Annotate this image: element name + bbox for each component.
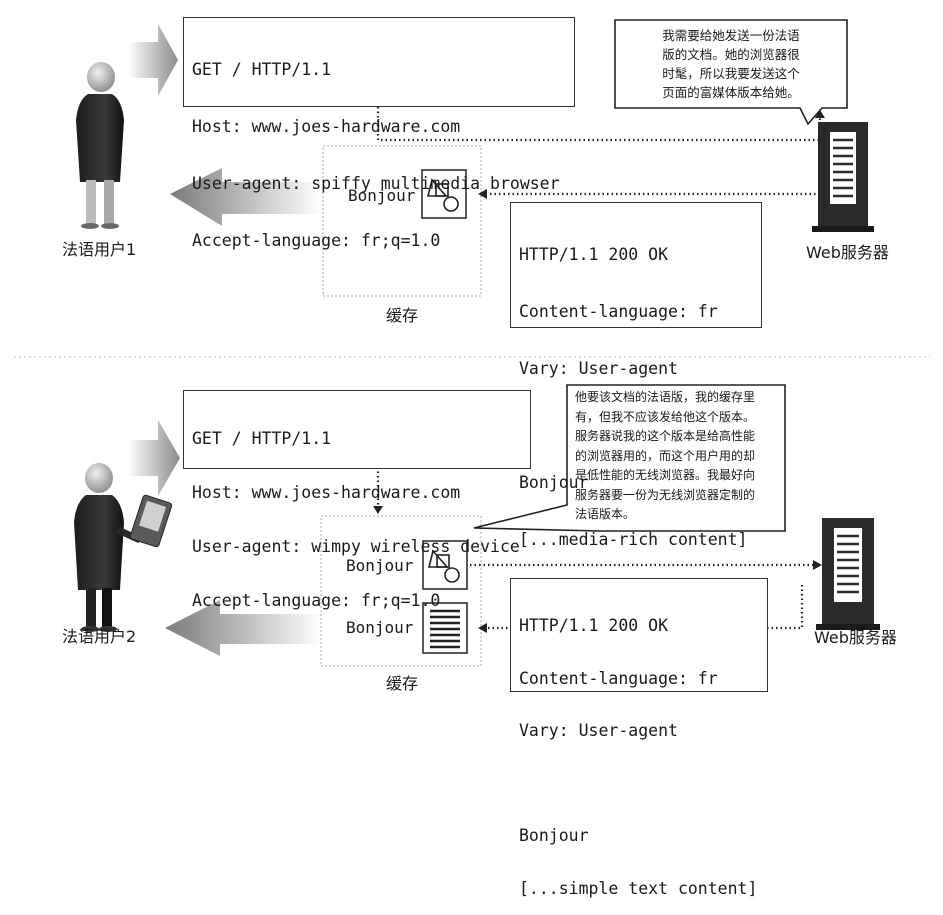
shapes-document-icon-2 bbox=[422, 540, 468, 590]
user-1-figure bbox=[76, 62, 124, 229]
request-arrow-1 bbox=[128, 24, 178, 96]
shapes-document-icon-1 bbox=[421, 169, 467, 219]
thought-2-line-3: 服务器说我的这个版本是给高性能 bbox=[575, 429, 756, 443]
cache-2-rich-item-label: Bonjour bbox=[346, 556, 414, 575]
response-2-line-3: Vary: User-agent bbox=[519, 721, 678, 740]
thought-2-line-5: 是低性能的无线浏览器。我最好向 bbox=[575, 468, 756, 482]
text-document-icon bbox=[422, 602, 468, 654]
cache-2-text-item-label: Bonjour bbox=[346, 618, 414, 637]
response-box-2: HTTP/1.1 200 OK Content-language: fr Var… bbox=[510, 578, 768, 897]
response-2-line-2: Content-language: fr bbox=[519, 668, 718, 688]
server-2-label: Web服务器 bbox=[814, 628, 897, 647]
thought-2-line-6: 服务器要一份为无线浏览器定制的 bbox=[575, 487, 756, 502]
cache-1-label: 缓存 bbox=[386, 306, 419, 325]
thought-text-1: 我需要给她发送一份法语 版的文档。她的浏览器很 时髦，所以我要发送这个 页面的富… bbox=[615, 20, 847, 108]
request-2-line-2: Host: www.joes-hardware.com bbox=[192, 483, 461, 502]
thought-2-line-1: 他要该文档的法语版，我的缓存里 bbox=[575, 390, 756, 404]
user-1-label: 法语用户1 bbox=[62, 240, 137, 259]
user-2-label: 法语用户2 bbox=[62, 627, 137, 646]
cache-2-label: 缓存 bbox=[386, 674, 419, 693]
response-path-2 bbox=[485, 585, 804, 630]
thought-2-line-4: 的浏览器用的，而这个用户用的却 bbox=[575, 448, 756, 463]
cache-1-item-label: Bonjour bbox=[348, 186, 416, 205]
user-2-figure bbox=[74, 463, 173, 632]
request-box-2: GET / HTTP/1.1 Host: www.joes-hardware.c… bbox=[183, 390, 531, 610]
response-1-line-5: Bonjour bbox=[519, 473, 589, 492]
diagram-graphics bbox=[14, 19, 930, 667]
request-1-line-1: GET / HTTP/1.1 bbox=[192, 60, 332, 79]
server-1-icon bbox=[812, 122, 874, 232]
response-arrow-2 bbox=[165, 600, 322, 656]
thought-1-line-4: 页面的富媒体版本给她。 bbox=[662, 85, 800, 100]
request-arrow-2 bbox=[128, 420, 180, 496]
response-box-1: HTTP/1.1 200 OK Content-language: fr Var… bbox=[510, 202, 762, 549]
request-1-line-3: User-agent: spiffy multimedia browser bbox=[192, 174, 560, 193]
thought-bubble-1 bbox=[614, 19, 848, 126]
request-1-line-2: Host: www.joes-hardware.com bbox=[192, 117, 461, 136]
response-1-line-2: Content-language: fr bbox=[519, 302, 718, 321]
server-2-icon bbox=[816, 518, 880, 630]
response-2-line-1: HTTP/1.1 200 OK bbox=[519, 616, 669, 635]
thought-1-line-3: 时髦，所以我要发送这个 bbox=[662, 66, 800, 81]
response-2-line-6: [...simple text content] bbox=[519, 878, 758, 898]
request-2-line-1: GET / HTTP/1.1 bbox=[192, 429, 332, 448]
response-1-line-1: HTTP/1.1 200 OK bbox=[519, 245, 669, 264]
thought-1-line-2: 版的文档。她的浏览器很 bbox=[662, 47, 800, 62]
cache-2-box bbox=[320, 515, 482, 667]
request-box-1: GET / HTTP/1.1 Host: www.joes-hardware.c… bbox=[183, 17, 575, 250]
server-1-label: Web服务器 bbox=[806, 243, 889, 262]
request-1-line-4: Accept-language: fr;q=1.0 bbox=[192, 231, 441, 250]
thought-1-line-1: 我需要给她发送一份法语 bbox=[662, 28, 800, 43]
thought-text-2: 他要该文档的法语版，我的缓存里 有，但我不应该发给他这个版本。 服务器说我的这个… bbox=[567, 385, 785, 528]
response-2-line-5: Bonjour bbox=[519, 826, 589, 845]
thought-2-line-7: 法语版本。 bbox=[575, 507, 636, 521]
thought-2-line-2: 有，但我不应该发给他这个版本。 bbox=[575, 409, 756, 424]
response-1-line-6: [...media-rich content] bbox=[519, 530, 748, 549]
request-2-line-4: Accept-language: fr;q=1.0 bbox=[192, 591, 441, 610]
response-1-line-3: Vary: User-agent bbox=[519, 359, 678, 378]
response-2-line-4: ​ bbox=[519, 775, 759, 793]
thought-bubble-2 bbox=[473, 384, 786, 532]
request-2-line-3: User-agent: wimpy wireless device bbox=[192, 537, 520, 556]
response-arrow-1 bbox=[170, 168, 322, 226]
diagram: GET / HTTP/1.1 Host: www.joes-hardware.c… bbox=[14, 17, 930, 897]
cache-1-box bbox=[322, 145, 482, 297]
